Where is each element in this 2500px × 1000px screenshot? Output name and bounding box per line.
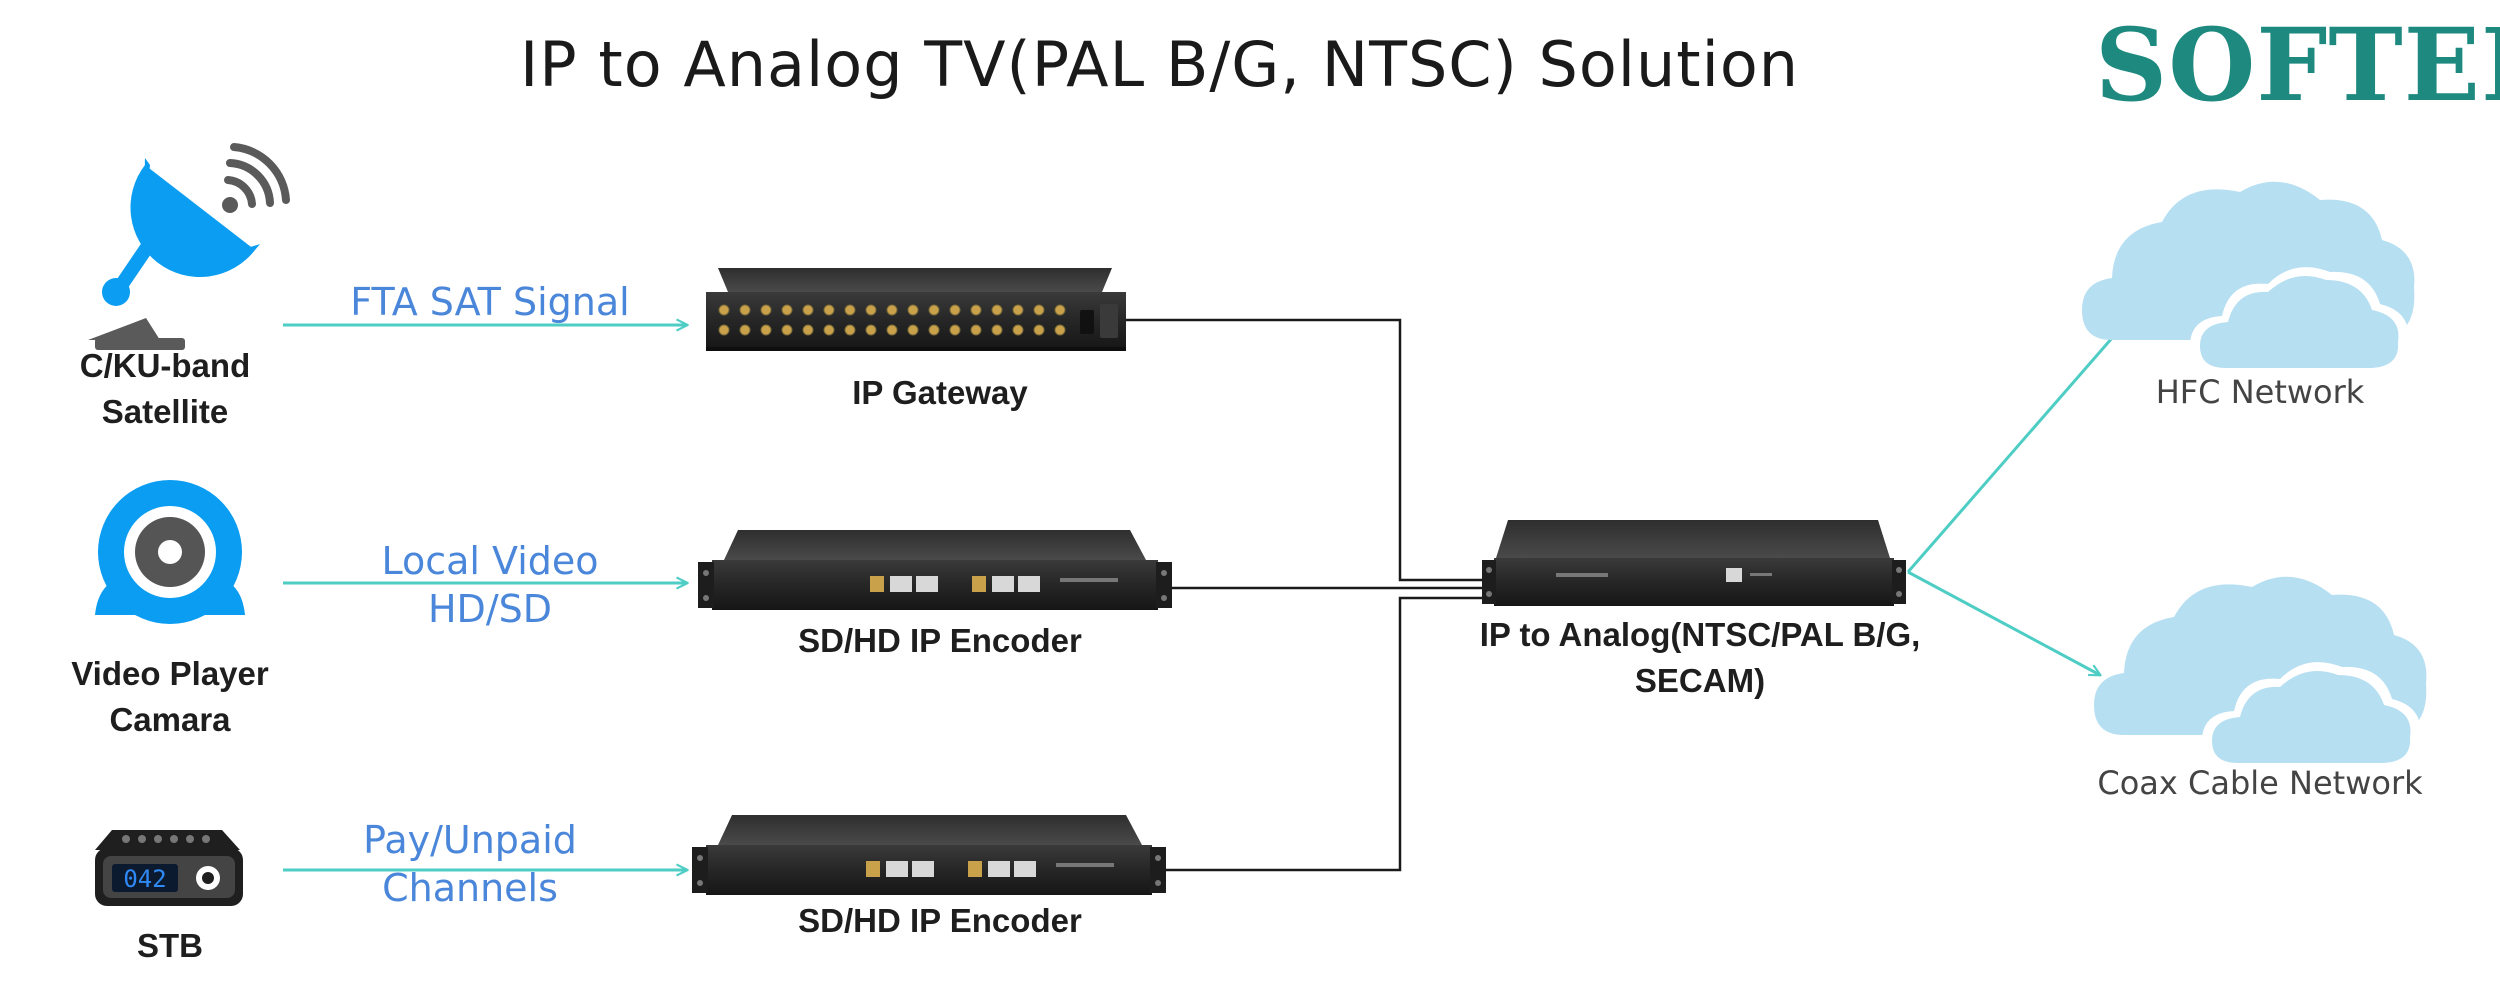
source-label-satellite: C/KU-band Satellite <box>79 347 251 430</box>
device-label-ip-gateway: IP Gateway <box>852 374 1028 411</box>
page-title: IP to Analog TV(PAL B/G, NTSC) Solution <box>520 28 1800 101</box>
connector-gateway-to-analog <box>1125 318 1490 582</box>
satellite-dish-icon <box>88 143 290 350</box>
signal-label-stb: Pay/Unpaid Channels <box>363 818 577 910</box>
brand-logo: SOFTEL <box>2095 6 2500 124</box>
device-label-ip-to-analog: IP to Analog(NTSC/PAL B/G, SECAM) <box>1479 616 1921 699</box>
connector-encoder2-to-analog <box>1153 596 1490 872</box>
device-label-encoder-1: SD/HD IP Encoder <box>798 622 1082 659</box>
cloud-icon <box>2082 181 2415 372</box>
output-arrow-coax <box>1907 570 2102 677</box>
cloud-icon <box>2094 576 2427 767</box>
ip-encoder-device-icon <box>698 530 1172 610</box>
device-label-encoder-2: SD/HD IP Encoder <box>798 902 1082 939</box>
output-arrow-hfc <box>1906 320 2128 573</box>
network-label-hfc: HFC Network <box>2155 373 2365 411</box>
source-label-video-player: Video Player Camara <box>71 655 269 738</box>
stb-display-text: 042 <box>123 865 166 893</box>
ip-encoder-device-icon <box>692 815 1166 895</box>
stb-icon: 042 <box>95 830 243 906</box>
ip-to-analog-device-icon <box>1482 520 1906 606</box>
signal-label-satellite: FTA SAT Signal <box>350 280 630 324</box>
ip-gateway-device-icon <box>706 268 1126 351</box>
signal-label-video: Local Video HD/SD <box>381 539 599 631</box>
source-label-stb: STB <box>137 927 203 964</box>
webcam-icon <box>95 480 245 624</box>
network-label-coax: Coax Cable Network <box>2097 764 2423 802</box>
